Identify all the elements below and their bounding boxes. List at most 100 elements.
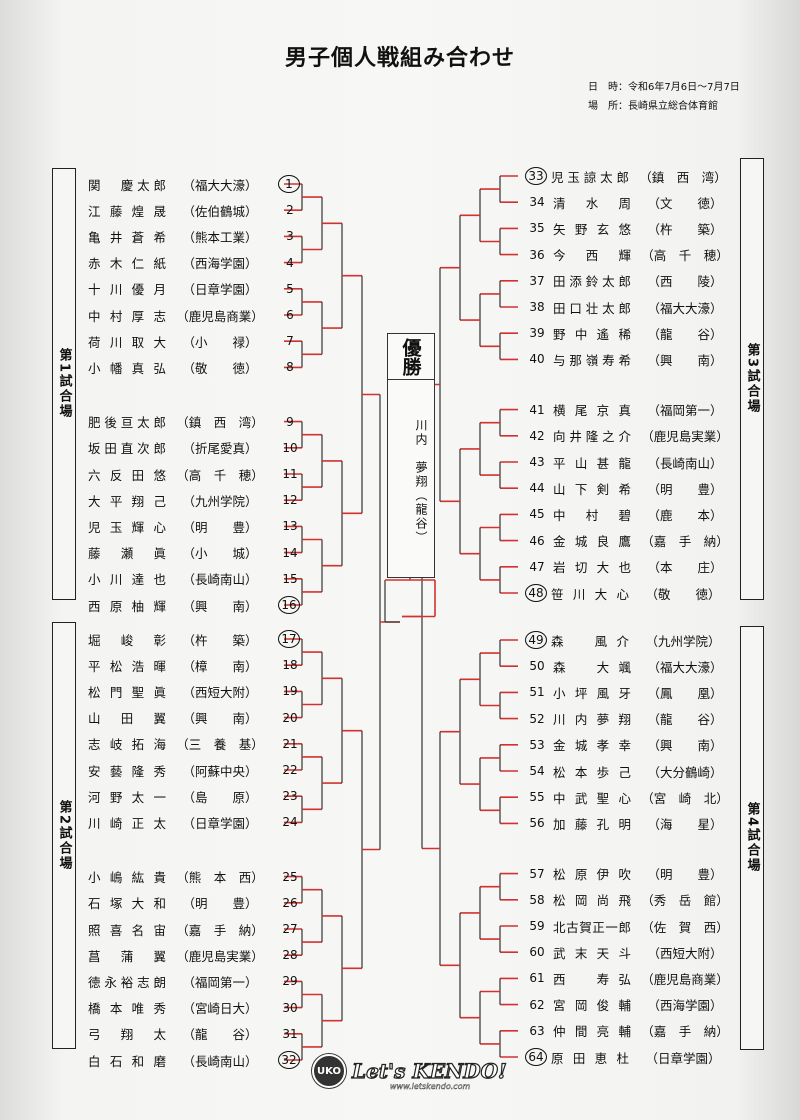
seed-number: 48: [525, 584, 547, 602]
player-school: （熊 本 西）: [176, 870, 264, 886]
player-school: （海 星）: [647, 816, 723, 832]
player-entry: 川崎正太（日章学園）24: [88, 812, 302, 832]
player-school: （杵 築）: [182, 632, 258, 648]
player-school: （小 城）: [182, 546, 258, 562]
player-school: （長崎南山）: [182, 572, 258, 588]
player-school: （敬 徳）: [182, 360, 258, 376]
seed-number: 45: [529, 507, 545, 522]
seed-number: 8: [286, 360, 294, 375]
champion-name: 川内 夢翔（龍谷）: [414, 419, 428, 545]
player-name: 弓翔太: [88, 1027, 166, 1043]
player-school: （日章学園）: [182, 815, 258, 831]
player-entry: 河野太一（島 原）23: [88, 786, 302, 806]
player-entry: 荷川取大（小 禄）7: [88, 331, 302, 351]
player-entry: 江藤煌晟（佐伯鶴城）2: [88, 200, 302, 220]
player-name: 石塚大和: [88, 896, 166, 912]
player-entry: 関 慶太郎（福大大濠）1: [88, 174, 300, 194]
player-entry: 36 今西輝 （高 千 穂）: [525, 245, 739, 265]
player-school: （西海学園）: [647, 998, 723, 1014]
seed-number: 55: [529, 790, 545, 805]
seed-number: 61: [529, 971, 545, 986]
player-name: 白石和磨: [88, 1053, 166, 1069]
player-school: （嘉 手 納）: [641, 1024, 729, 1040]
seed-number: 57: [529, 866, 545, 881]
player-school: （興 南）: [182, 598, 258, 614]
player-school: （阿蘇中央）: [182, 763, 258, 779]
player-entry: 弓翔太（龍 谷）31: [88, 1024, 302, 1044]
player-name: 川崎正太: [88, 815, 166, 831]
player-name: 松本歩己: [553, 764, 631, 780]
player-name: 中村碧: [553, 507, 631, 523]
player-school: （佐伯鶴城）: [182, 203, 258, 219]
player-name: 西 寿弘: [553, 971, 631, 987]
seed-number: 60: [529, 945, 545, 960]
date-line: 日 時：令和6年7月6日～7月7日: [588, 78, 740, 93]
place-value: 長崎県立総合体育館: [628, 101, 718, 112]
seed-number: 14: [282, 545, 298, 560]
player-name: 川内夢翔: [553, 712, 631, 728]
seed-number: 15: [282, 571, 298, 586]
venue-3-box: 第3試合場: [740, 158, 764, 600]
seed-number: 4: [286, 255, 294, 270]
player-name: 山下剣希: [553, 481, 631, 497]
seed-number: 36: [529, 247, 545, 262]
player-school: （日章学園）: [645, 1050, 721, 1066]
player-school: （本 庄）: [647, 560, 723, 576]
player-school: （高 千 穂）: [641, 248, 729, 264]
player-name: 徳永裕志朗: [88, 974, 166, 990]
player-name: 田添鈴太郎: [553, 274, 631, 290]
player-name: 十川優月: [88, 282, 166, 298]
player-school: （九州学院）: [182, 493, 258, 509]
seed-number: 46: [529, 533, 545, 548]
player-school: （明 豊）: [182, 896, 258, 912]
player-name: 志岐拓海: [88, 737, 166, 753]
seed-number: 56: [529, 816, 545, 831]
seed-number: 12: [282, 493, 298, 508]
player-school: （島 原）: [182, 789, 258, 805]
player-school: （樟 南）: [182, 658, 258, 674]
player-name: 藤瀬眞: [88, 546, 166, 562]
player-school: （鎮 西 湾）: [176, 415, 264, 431]
seed-number: 1: [278, 175, 300, 193]
player-name: 加藤孔明: [553, 816, 631, 832]
player-entry: 菖蒲翼（鹿児島実業）28: [88, 945, 302, 965]
seed-number: 62: [529, 997, 545, 1012]
player-school: （九州学院）: [645, 633, 721, 649]
seed-number: 42: [529, 428, 545, 443]
player-name: 菖蒲翼: [88, 948, 166, 964]
player-name: 松岡尚飛: [553, 893, 631, 909]
player-entry: 橋本唯秀（宮崎日大）30: [88, 998, 302, 1018]
player-entry: 西原柚輝（興 南）16: [88, 595, 300, 615]
player-school: （宮崎日大）: [182, 1001, 258, 1017]
player-name: 大平翔己: [88, 493, 166, 509]
player-school: （鎮 西 湾）: [639, 169, 727, 185]
player-entry: 白石和磨（長崎南山）32: [88, 1050, 300, 1070]
player-school: （明 豊）: [182, 519, 258, 535]
player-school: （佐 賀 西）: [641, 919, 729, 935]
player-school: （興 南）: [182, 711, 258, 727]
seed-number: 29: [282, 974, 298, 989]
player-school: （高 千 穂）: [176, 467, 264, 483]
player-school: （龍 谷）: [647, 712, 723, 728]
place-line: 場 所：長崎県立総合体育館: [588, 97, 718, 112]
player-entry: 六反田悠（高 千 穂）11: [88, 464, 302, 484]
seed-number: 27: [282, 922, 298, 936]
player-school: （興 南）: [647, 352, 723, 368]
seed-number: 41: [529, 402, 545, 417]
seed-number: 58: [529, 892, 545, 907]
player-name: 今西輝: [553, 248, 631, 264]
player-name: 宮岡俊輔: [553, 998, 631, 1014]
